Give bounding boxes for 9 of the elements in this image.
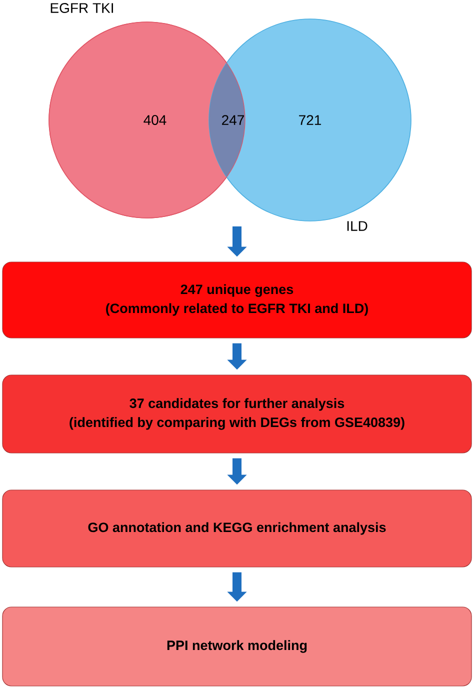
count-label: 404 [144, 115, 166, 125]
process-box: PPI network modeling [2, 606, 472, 686]
count-label: 721 [299, 115, 321, 125]
process-box: 37 candidates for further analysis (identified by comparing with DEGs from GSE40839) [2, 374, 472, 454]
count-label: 247 [222, 115, 244, 125]
set-label: ILD [347, 221, 368, 231]
set-label: EGFR TKI [50, 3, 113, 13]
process-box: 247 unique genes (Commonly related to EGFR TKI and ILD) [2, 262, 472, 338]
process-box: GO annotation and KEGG enrichment analysis [2, 490, 472, 568]
